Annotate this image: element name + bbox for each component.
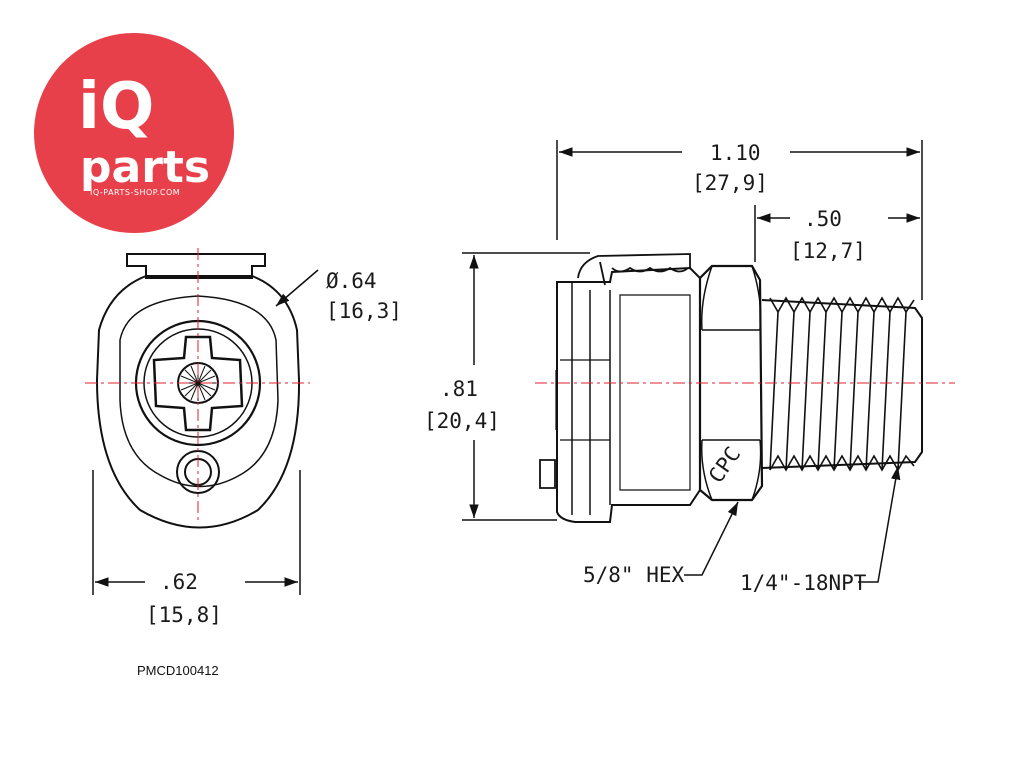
logo-website: IQ-PARTS-SHOP.COM xyxy=(90,188,180,197)
side-hex-nut xyxy=(698,264,764,502)
side-latch-pin xyxy=(539,459,556,489)
side-manufacturer-mark: CPC xyxy=(704,443,745,488)
diameter-mm-label: [16,3] xyxy=(326,299,402,323)
side-inner-lines xyxy=(555,294,691,491)
height-inch-label: .81 xyxy=(440,377,478,401)
front-view xyxy=(85,248,310,529)
side-view xyxy=(535,253,955,523)
hex-label: 5/8" HEX xyxy=(583,563,685,587)
front-valve-star xyxy=(180,365,216,401)
diameter-inch-label: Ø.64 xyxy=(326,269,377,293)
thread-spec-label: 1/4"-18NPT xyxy=(740,571,867,595)
front-inner-body xyxy=(119,295,279,488)
iq-parts-logo: iQ parts IQ-PARTS-SHOP.COM xyxy=(34,33,234,233)
thread-length-mm-label: [12,7] xyxy=(790,239,866,263)
side-thread-ridges xyxy=(769,296,915,472)
part-number: PMCD100412 xyxy=(137,663,219,678)
front-body-outline xyxy=(95,275,301,529)
logo-circle xyxy=(34,33,234,233)
front-dimensions xyxy=(92,269,319,595)
thread-length-inch-label: .50 xyxy=(804,207,842,231)
logo-brand-top: iQ xyxy=(78,70,154,144)
logo-brand-bottom: parts xyxy=(80,142,210,193)
side-dimensions xyxy=(462,140,923,583)
diameter-leader xyxy=(275,269,319,307)
front-top-tab xyxy=(126,253,266,279)
front-valve-cross xyxy=(152,335,244,432)
thread-leader xyxy=(858,465,901,583)
side-latch-spring xyxy=(577,253,691,286)
length-inch-label: 1.10 xyxy=(710,141,761,165)
height-mm-label: [20,4] xyxy=(424,409,500,433)
width-mm-label: [15,8] xyxy=(146,603,222,627)
side-coupling-face xyxy=(571,282,611,515)
width-inch-label: .62 xyxy=(160,570,198,594)
side-coupling-body xyxy=(556,266,701,523)
side-hex-facets xyxy=(700,265,762,501)
length-mm-label: [27,9] xyxy=(692,171,768,195)
hex-leader xyxy=(684,501,739,576)
side-thread-body xyxy=(761,299,923,469)
